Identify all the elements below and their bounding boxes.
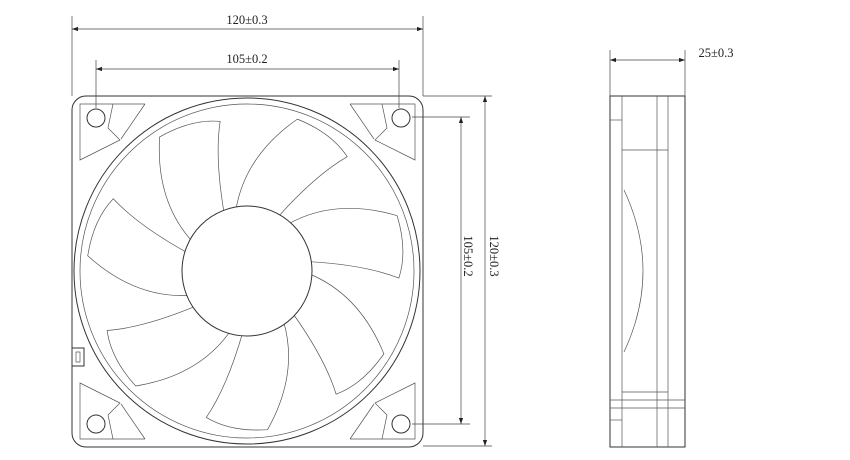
corner-pad-bottom-right (374, 382, 416, 440)
mounting-hole-bottom-left (86, 414, 106, 434)
fan-blade-6 (87, 198, 191, 296)
fan-blade-3 (292, 273, 385, 395)
fan-hub (181, 205, 313, 337)
mounting-hole-top-right (391, 108, 411, 128)
fan-blade-2 (287, 208, 404, 279)
shroud-ring-inner (79, 103, 415, 439)
side-blade-profile (623, 189, 644, 353)
overall-width-label: 120±0.3 (226, 13, 267, 27)
fan-blade-7 (158, 120, 225, 242)
dimension-thickness: 25±0.3 (609, 46, 734, 96)
shroud-ring-outer (73, 97, 421, 445)
fan-frame-outer (71, 95, 424, 448)
hole-spacing-height-label: 105±0.2 (461, 235, 475, 276)
mounting-hole-bottom-right (391, 414, 411, 434)
mounting-hole-top-left (86, 108, 106, 128)
dimension-hole-spacing-width: 105±0.2 (95, 52, 400, 108)
corner-pad-top-right (374, 103, 416, 161)
corner-pad-top-left (79, 103, 121, 161)
dimension-hole-spacing-height: 105±0.2 (412, 116, 475, 425)
hole-spacing-width-label: 105±0.2 (226, 52, 267, 66)
dimension-overall-height: 120±0.3 (423, 95, 501, 447)
dimension-overall-width: 120±0.3 (71, 13, 424, 96)
side-frame-outline (609, 95, 686, 448)
fan-blade-5 (106, 305, 231, 387)
thickness-label: 25±0.3 (699, 46, 734, 60)
overall-height-label: 120±0.3 (487, 235, 501, 276)
corner-pad-bottom-left (79, 382, 121, 440)
fan-blades (87, 118, 404, 431)
side-view (609, 95, 686, 448)
front-view (71, 95, 424, 448)
fan-blade-4 (205, 321, 289, 431)
cable-notch (72, 347, 85, 367)
fan-blade-1 (235, 118, 348, 218)
